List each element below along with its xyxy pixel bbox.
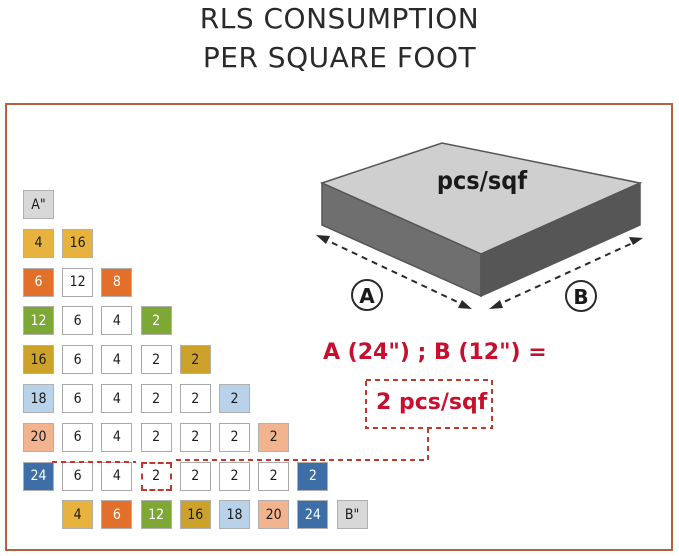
consumption-cell: 2 — [140, 422, 172, 452]
consumption-cell: 6 — [62, 422, 94, 452]
consumption-cell: 2 — [219, 384, 250, 413]
b-value-cell: 20 — [258, 500, 290, 530]
consumption-cell: 2 — [179, 461, 211, 491]
dimension-a-badge: A — [351, 279, 383, 311]
formula-result: 2 pcs/sqf — [376, 390, 488, 415]
consumption-cell: 4 — [101, 306, 133, 336]
a-value-cell: 20 — [23, 422, 54, 452]
highlighted-cell: 2 — [140, 461, 172, 491]
b-value-cell: 6 — [101, 500, 133, 530]
consumption-cell: 2 — [140, 345, 172, 375]
a-value-cell: 18 — [23, 384, 54, 413]
arrow-head-icon — [629, 237, 643, 245]
consumption-cell: 6 — [62, 461, 94, 491]
b-value-cell: 12 — [140, 500, 172, 530]
consumption-cell: 8 — [101, 267, 133, 297]
consumption-cell: 4 — [101, 461, 133, 491]
consumption-cell: 6 — [62, 345, 94, 375]
a-value-cell: 6 — [23, 267, 54, 297]
dimension-a-arrow-line — [321, 237, 467, 307]
b-axis-label: B" — [336, 500, 368, 530]
b-value-cell: 24 — [297, 500, 329, 530]
consumption-cell: 2 — [297, 461, 329, 491]
consumption-cell: 2 — [179, 345, 211, 375]
consumption-cell: 4 — [101, 345, 133, 375]
tile-block: pcs/sqf — [319, 142, 643, 298]
a-value-cell: 24 — [23, 461, 54, 491]
consumption-cell: 6 — [62, 384, 94, 413]
tile-label: pcs/sqf — [437, 166, 528, 195]
formula-equation: A (24") ; B (12") = — [323, 340, 547, 365]
dimension-b-arrow-line — [494, 240, 638, 307]
consumption-cell: 2 — [179, 422, 211, 452]
consumption-cell: 6 — [62, 306, 94, 336]
title-line-1: RLS CONSUMPTION — [199, 2, 480, 35]
a-value-cell: 16 — [23, 345, 54, 375]
arrow-head-icon — [316, 235, 330, 244]
consumption-cell: 2 — [219, 461, 250, 491]
consumption-cell: 2 — [140, 306, 172, 336]
consumption-cell: 2 — [140, 384, 172, 413]
dimension-b-label: B — [573, 285, 588, 309]
result-connector — [175, 428, 429, 461]
a-value-cell: 12 — [23, 306, 54, 336]
consumption-cell: 2 — [258, 461, 290, 491]
tile-right-face — [480, 181, 641, 298]
arrow-head-icon — [458, 300, 472, 309]
consumption-cell: 2 — [219, 422, 250, 452]
consumption-cell: 2 — [179, 384, 211, 413]
b-value-cell: 4 — [62, 500, 94, 530]
dimension-a-label: A — [359, 284, 375, 308]
a-value-cell: 4 — [23, 228, 54, 258]
arrow-head-icon — [489, 300, 503, 309]
consumption-cell: 16 — [62, 228, 94, 258]
b-value-cell: 18 — [219, 500, 250, 530]
consumption-cell: 2 — [258, 422, 290, 452]
consumption-cell: 12 — [62, 267, 94, 297]
consumption-cell: 4 — [101, 422, 133, 452]
b-value-cell: 16 — [179, 500, 211, 530]
consumption-cell: 4 — [101, 384, 133, 413]
dimension-b-badge: B — [565, 280, 597, 312]
title-line-2: PER SQUARE FOOT — [202, 41, 477, 74]
a-axis-label: A" — [23, 190, 54, 219]
